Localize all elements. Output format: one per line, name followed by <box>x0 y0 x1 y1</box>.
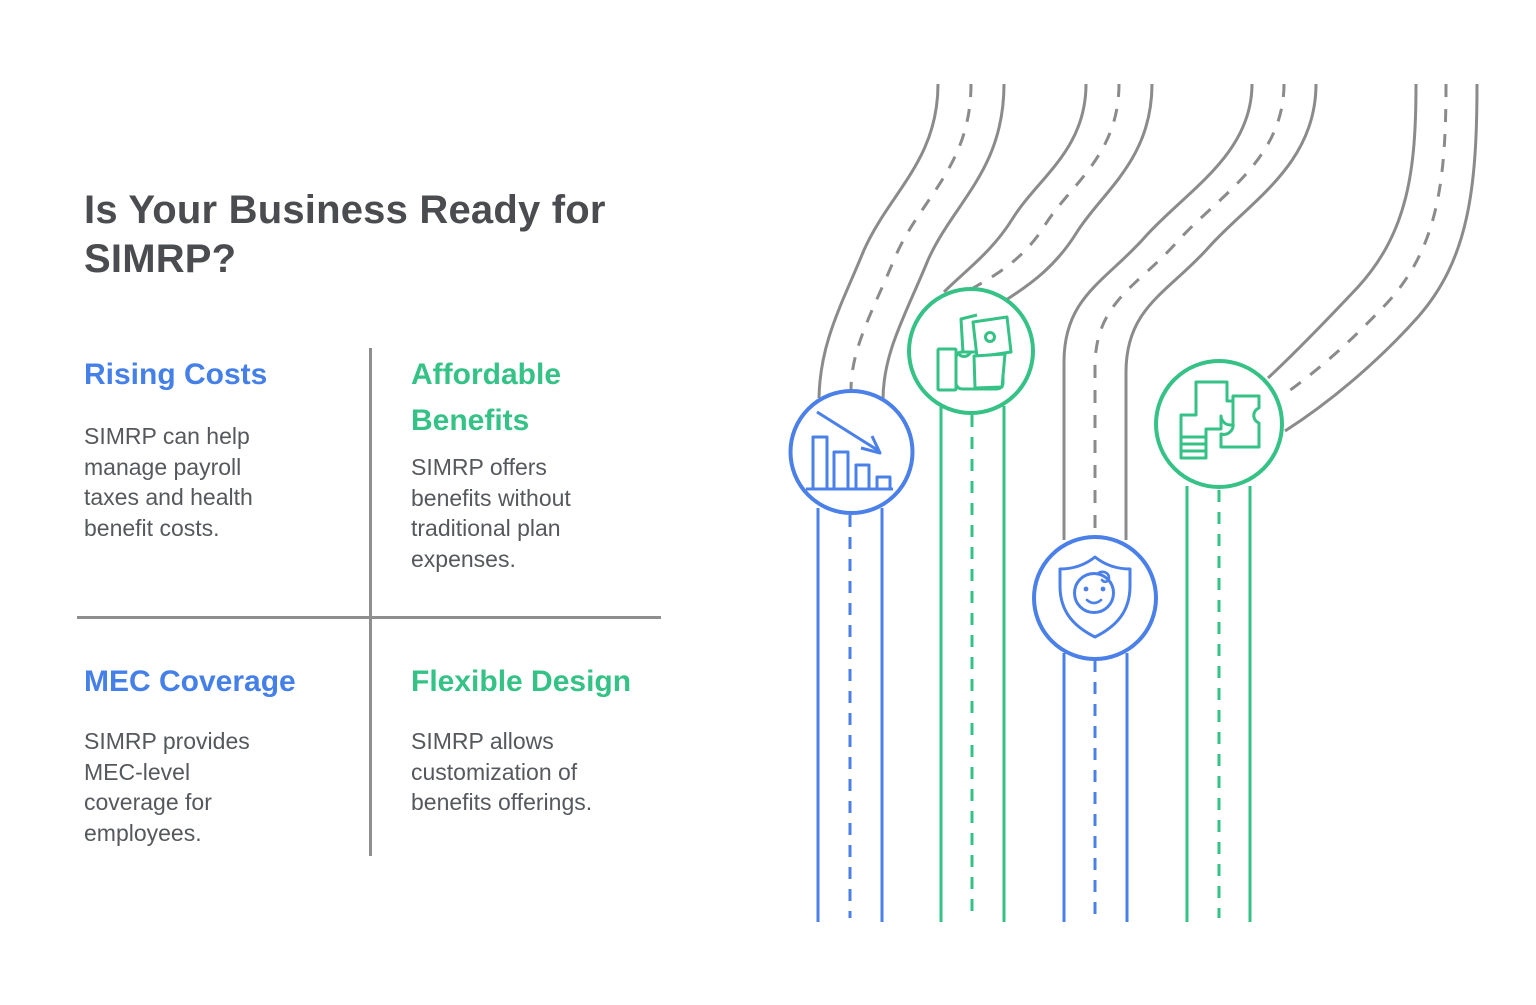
road-3-gray-curve <box>1062 83 1318 540</box>
building-blocks-icon <box>1154 359 1284 489</box>
hand-holding-money-icon <box>907 287 1035 415</box>
roads-illustration <box>788 83 1479 922</box>
road-2-green-straight <box>939 406 1006 922</box>
quadrant-heading-rising-costs: Rising Costs <box>84 358 268 391</box>
road-2-gray-curve <box>942 83 1154 302</box>
page-title: Is Your Business Ready for SIMRP? <box>84 188 606 281</box>
quadrant-body-flexible-design: SIMRP allows customization of benefits o… <box>411 728 593 815</box>
quadrant-heading-mec-coverage: MEC Coverage <box>84 665 296 698</box>
quadrant-body-rising-costs: SIMRP can help manage payroll taxes and … <box>84 423 253 541</box>
road-4-green-straight <box>1185 486 1252 922</box>
declining-bar-chart-icon <box>788 389 915 515</box>
quadrant-body-affordable-benefits: SIMRP offers benefits without traditiona… <box>411 454 571 572</box>
road-1-gray-curve <box>817 83 1006 401</box>
road-3-blue-straight <box>1062 653 1129 922</box>
road-4-gray-curve <box>1266 83 1479 433</box>
shield-smiley-face-icon <box>1032 535 1158 661</box>
quadrant-heading-flexible-design: Flexible Design <box>411 665 632 698</box>
quadrant-heading-affordable-benefits: Affordable Benefits <box>411 358 561 437</box>
quadrant-divider-vertical <box>369 348 372 856</box>
quadrant-body-mec-coverage: SIMRP provides MEC-level coverage for em… <box>84 728 250 846</box>
road-1-blue-straight <box>816 508 884 922</box>
